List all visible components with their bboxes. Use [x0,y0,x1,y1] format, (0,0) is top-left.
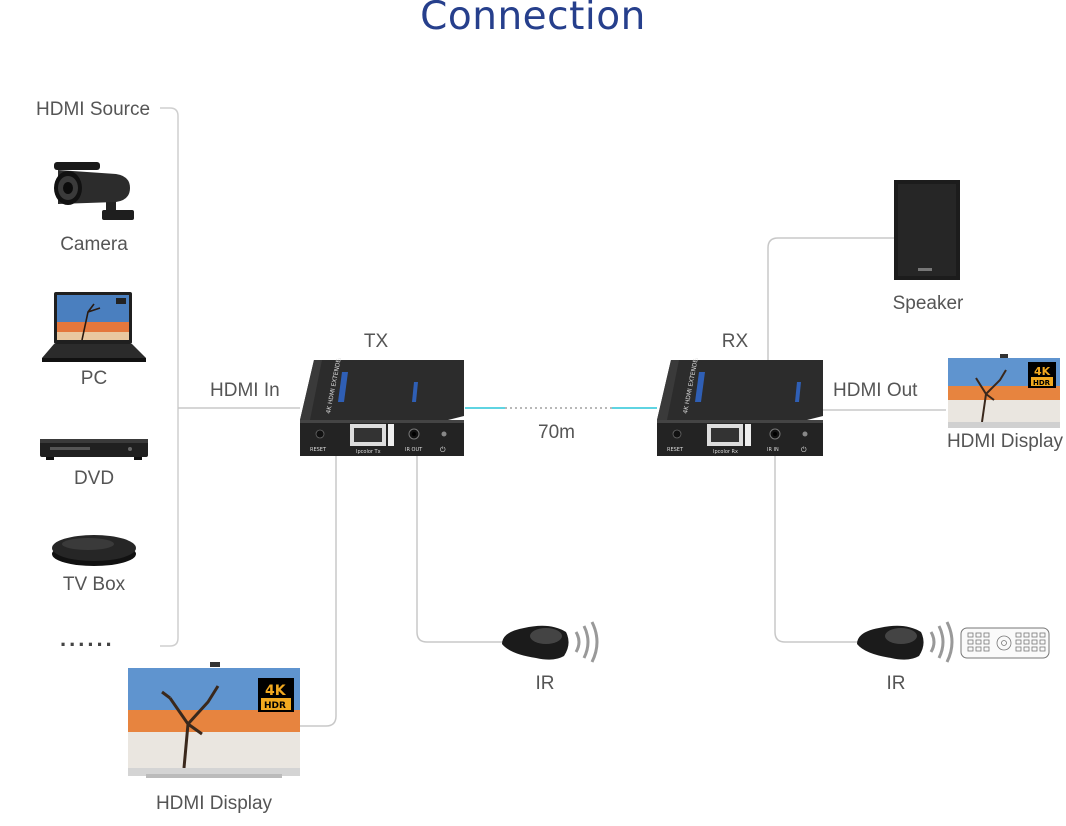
rx-label: RX [721,331,749,352]
hdmi-in-label: HDMI In [210,380,280,401]
rx-ir-wire [774,455,860,643]
tx-hdmi-display-label: HDMI Display [155,793,273,814]
tx-extender-device: 4K HDMI EXTENDER RESET Ipcolor Tx IR OUT… [300,358,464,456]
rx-hdmi-display-label: HDMI Display [946,431,1064,452]
hdmi-source-heading: HDMI Source [36,99,151,120]
tx-hdmi-display-icon: 4K HDR [128,662,300,778]
rx-ir-sensor-icon [857,621,954,663]
rx-extender-device: 4K HDMI EXTENDER RESET Ipcolor Rx IR IN … [657,358,823,456]
tx-label: TX [363,331,389,352]
rx-ir-label: IR [886,673,906,694]
tx-port-reset: RESET [310,447,327,453]
hdmi-out-label: HDMI Out [833,380,918,401]
tv-box-icon [52,535,136,566]
rx-display-badge-hdr: HDR [1033,379,1051,387]
rx-display-badge-4k: 4K [1034,365,1051,378]
source-label-pc: PC [80,368,108,389]
camera-icon [54,162,134,220]
rx-power-symbol: ⏻ [801,446,807,454]
remote-control-icon [960,627,1050,659]
rx-port-lan: Ipcolor Rx [713,449,738,455]
source-label-tv-box: TV Box [62,574,126,595]
dvd-player-icon [40,439,148,460]
distance-label: 70m [538,422,575,443]
rx-port-ir: IR IN [767,447,779,453]
rx-port-reset: RESET [667,447,684,453]
more-sources-ellipsis: ...... [60,626,115,651]
source-label-camera: Camera [60,234,128,255]
laptop-icon [42,292,146,362]
tx-power-symbol: ⏻ [440,446,446,454]
rx-hdmi-display-icon: 4K HDR [948,354,1060,428]
tx-ir-label: IR [535,673,555,694]
source-label-dvd: DVD [73,468,115,489]
tx-port-lan: Ipcolor Tx [356,449,381,455]
tx-display-badge-hdr: HDR [264,701,286,711]
tx-ir-wire [416,455,505,643]
tx-display-badge-4k: 4K [265,683,287,699]
speaker-wire [767,237,896,360]
tx-ir-sensor-icon [502,621,599,663]
diagram-title: Connection [420,0,646,39]
speaker-label: Speaker [892,293,964,314]
speaker-icon [894,180,960,280]
source-bracket [160,107,179,647]
tx-port-ir: IR OUT [405,447,423,453]
tx-display-wire [300,455,337,727]
